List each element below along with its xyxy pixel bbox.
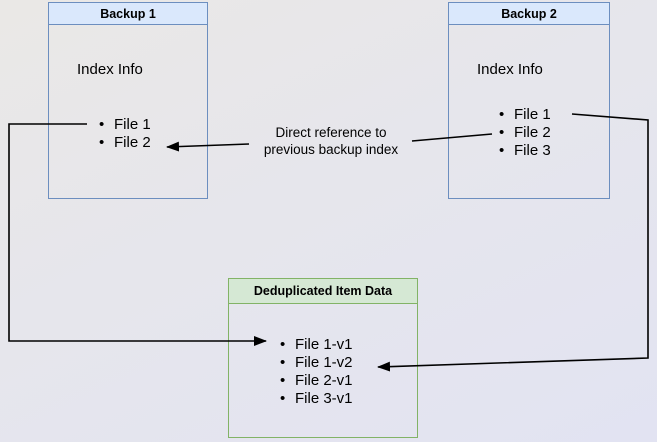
backup2-subtitle: Index Info — [477, 61, 543, 78]
file-list-item: File 1 — [99, 116, 151, 134]
backup2-box: Backup 2 Index Info File 1 File 2 File 3 — [448, 2, 610, 199]
file-list-item: File 1 — [499, 106, 551, 124]
dedup-title: Deduplicated Item Data — [229, 279, 417, 304]
file-list-item: File 1-v2 — [280, 354, 353, 372]
dedup-box: Deduplicated Item Data File 1-v1 File 1-… — [228, 278, 418, 438]
backup1-subtitle: Index Info — [77, 61, 143, 78]
direct-reference-label-line1: Direct reference to — [275, 125, 387, 140]
file-list-item: File 2 — [499, 124, 551, 142]
file-list-item: File 2 — [99, 134, 151, 152]
file-list-item: File 3 — [499, 142, 551, 160]
direct-reference-label-line2: previous backup index — [263, 142, 399, 157]
file-list-item: File 1-v1 — [280, 336, 353, 354]
backup1-box: Backup 1 Index Info File 1 File 2 — [48, 2, 208, 199]
backup2-file-list: File 1 File 2 File 3 — [499, 106, 551, 160]
dedup-file-list: File 1-v1 File 1-v2 File 2-v1 File 3-v1 — [280, 336, 353, 408]
file-list-item: File 2-v1 — [280, 372, 353, 390]
backup1-title: Backup 1 — [49, 3, 207, 25]
backup1-file-list: File 1 File 2 — [99, 116, 151, 151]
direct-reference-label: Direct reference to previous backup inde… — [246, 124, 416, 158]
file-list-item: File 3-v1 — [280, 390, 353, 408]
backup2-title: Backup 2 — [449, 3, 609, 25]
